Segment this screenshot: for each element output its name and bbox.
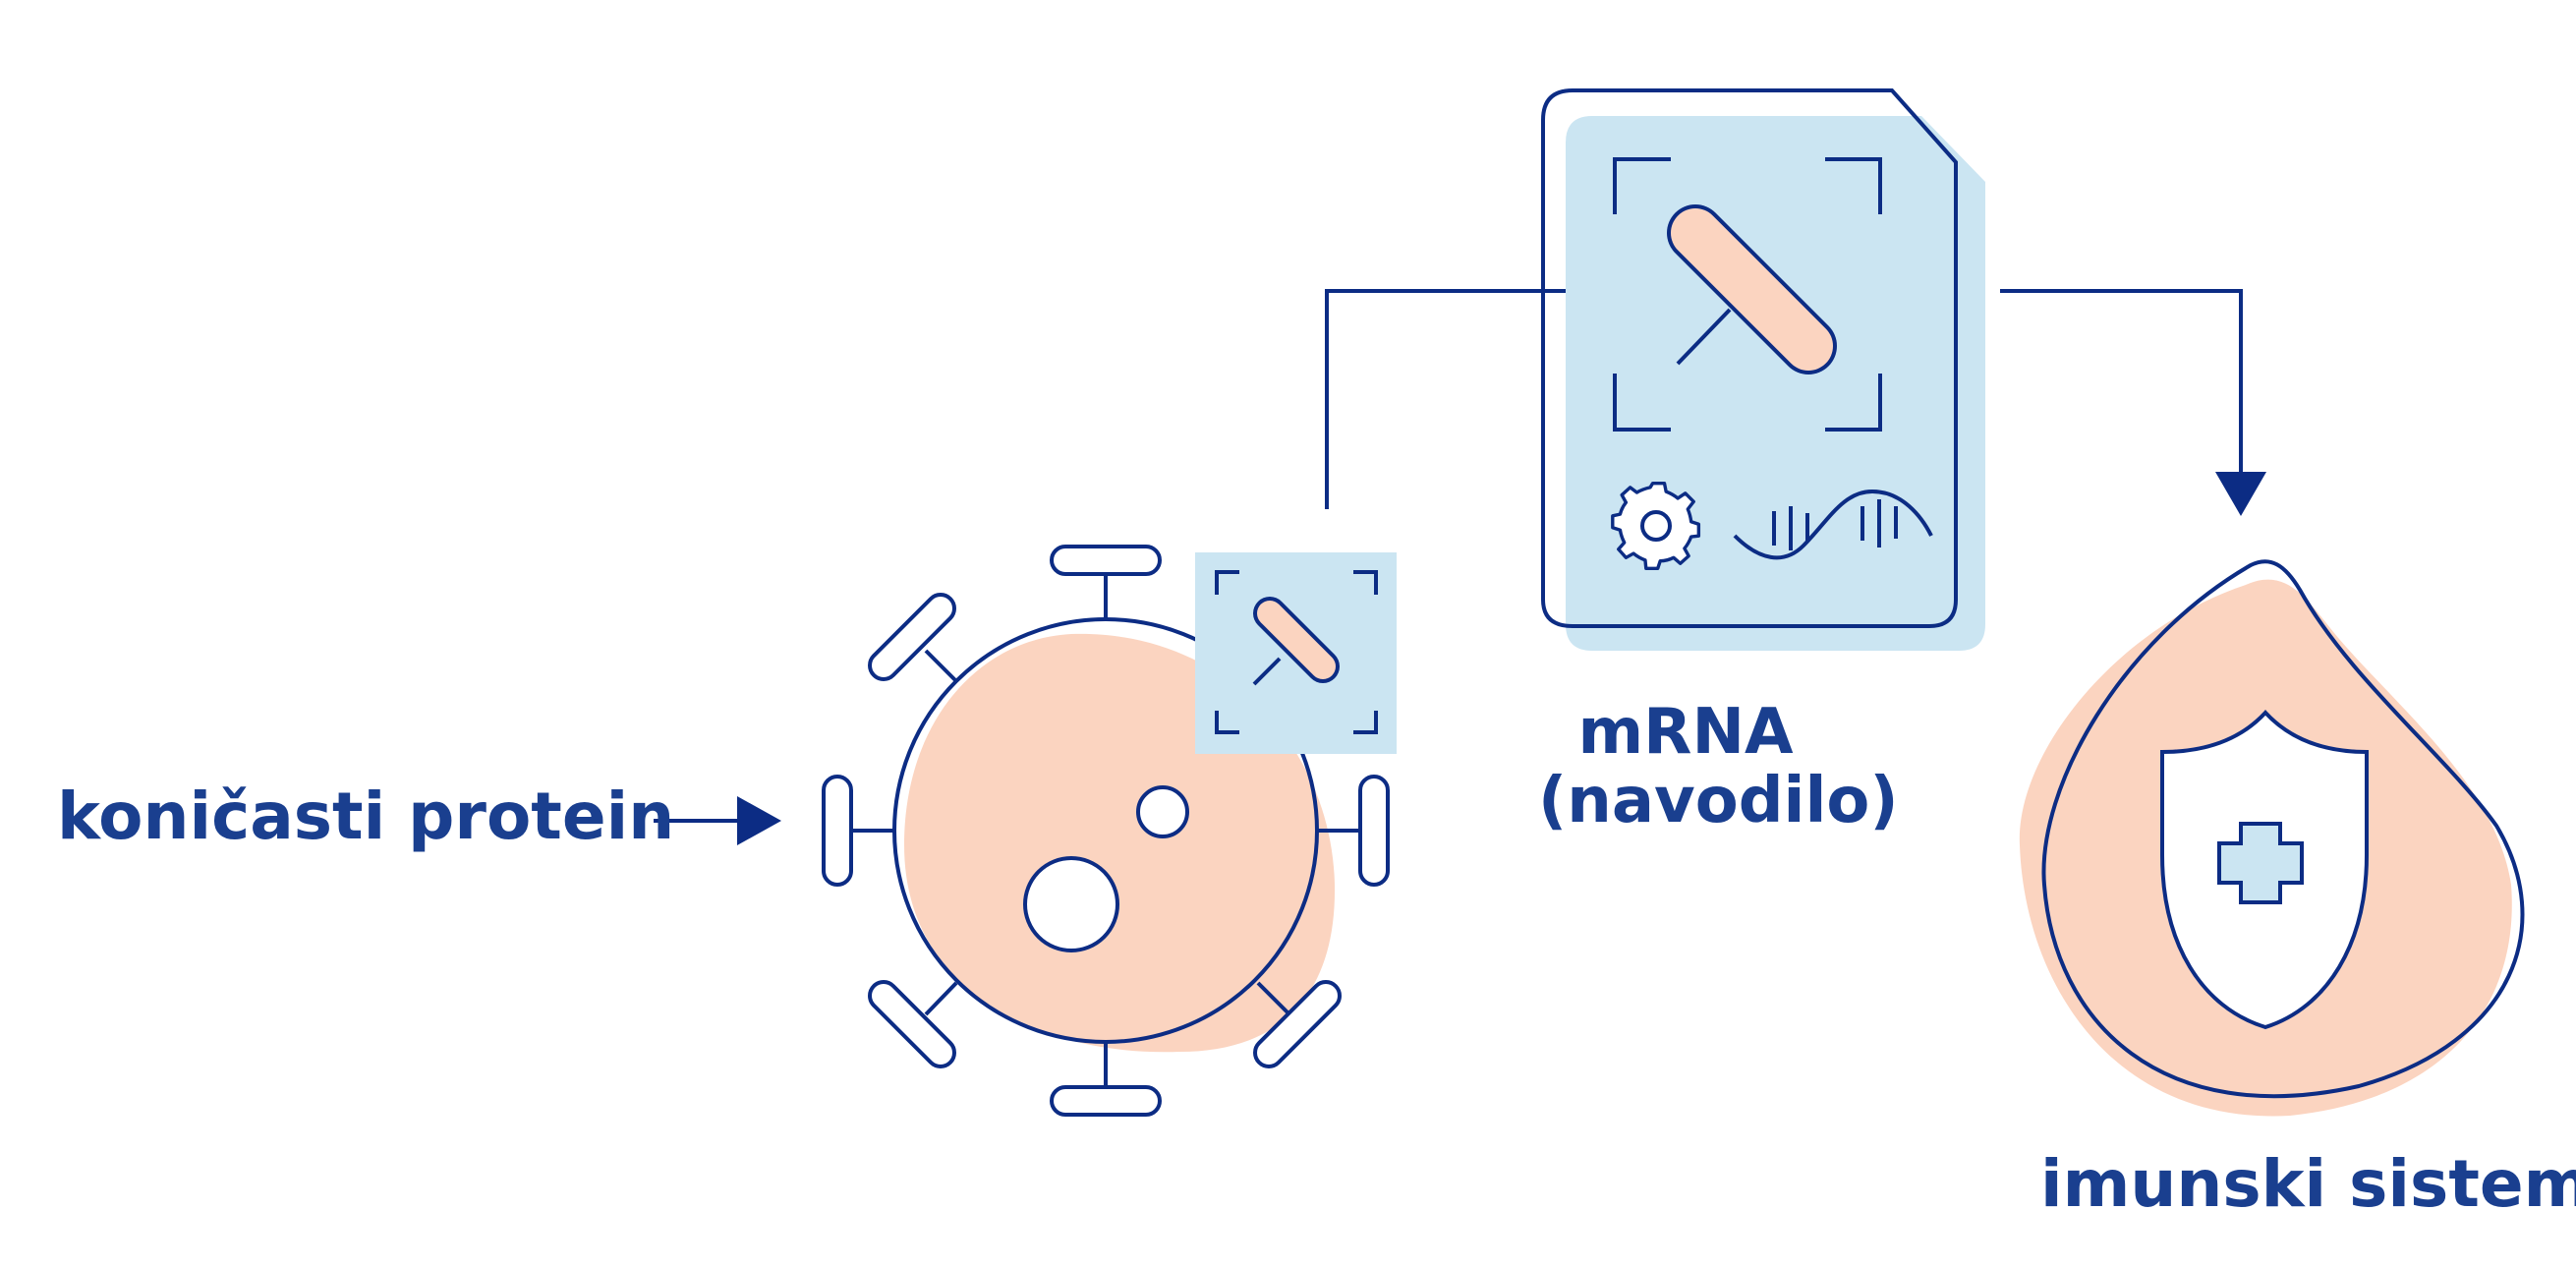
spike-protein-label: koničasti protein [57,778,675,854]
connector-lines [1325,289,2243,509]
virus-body [892,617,1319,1044]
rna-strand-icon [1733,489,1933,560]
mrna-label: mRNA (navodilo) [1538,696,1899,838]
virus-spikes [850,573,1366,1091]
immune-system-icon [2019,559,2525,1117]
mrna-document-icon [1541,88,1985,651]
immune-system-label: imunski sistem [2040,1146,2576,1222]
gear-icon [1611,481,1701,571]
medical-cross-icon [2217,822,2304,904]
mrna-label-subtitle: (navodilo) [1538,765,1899,838]
spike-protein-arrow [654,796,781,845]
virus-inner-circle-large [1023,856,1119,952]
virus-inner-circle-small [1136,785,1189,838]
mrna-label-title: mRNA [1577,696,1794,769]
arrow-icon [2215,472,2266,516]
spike-protein-icon [1195,552,1397,754]
